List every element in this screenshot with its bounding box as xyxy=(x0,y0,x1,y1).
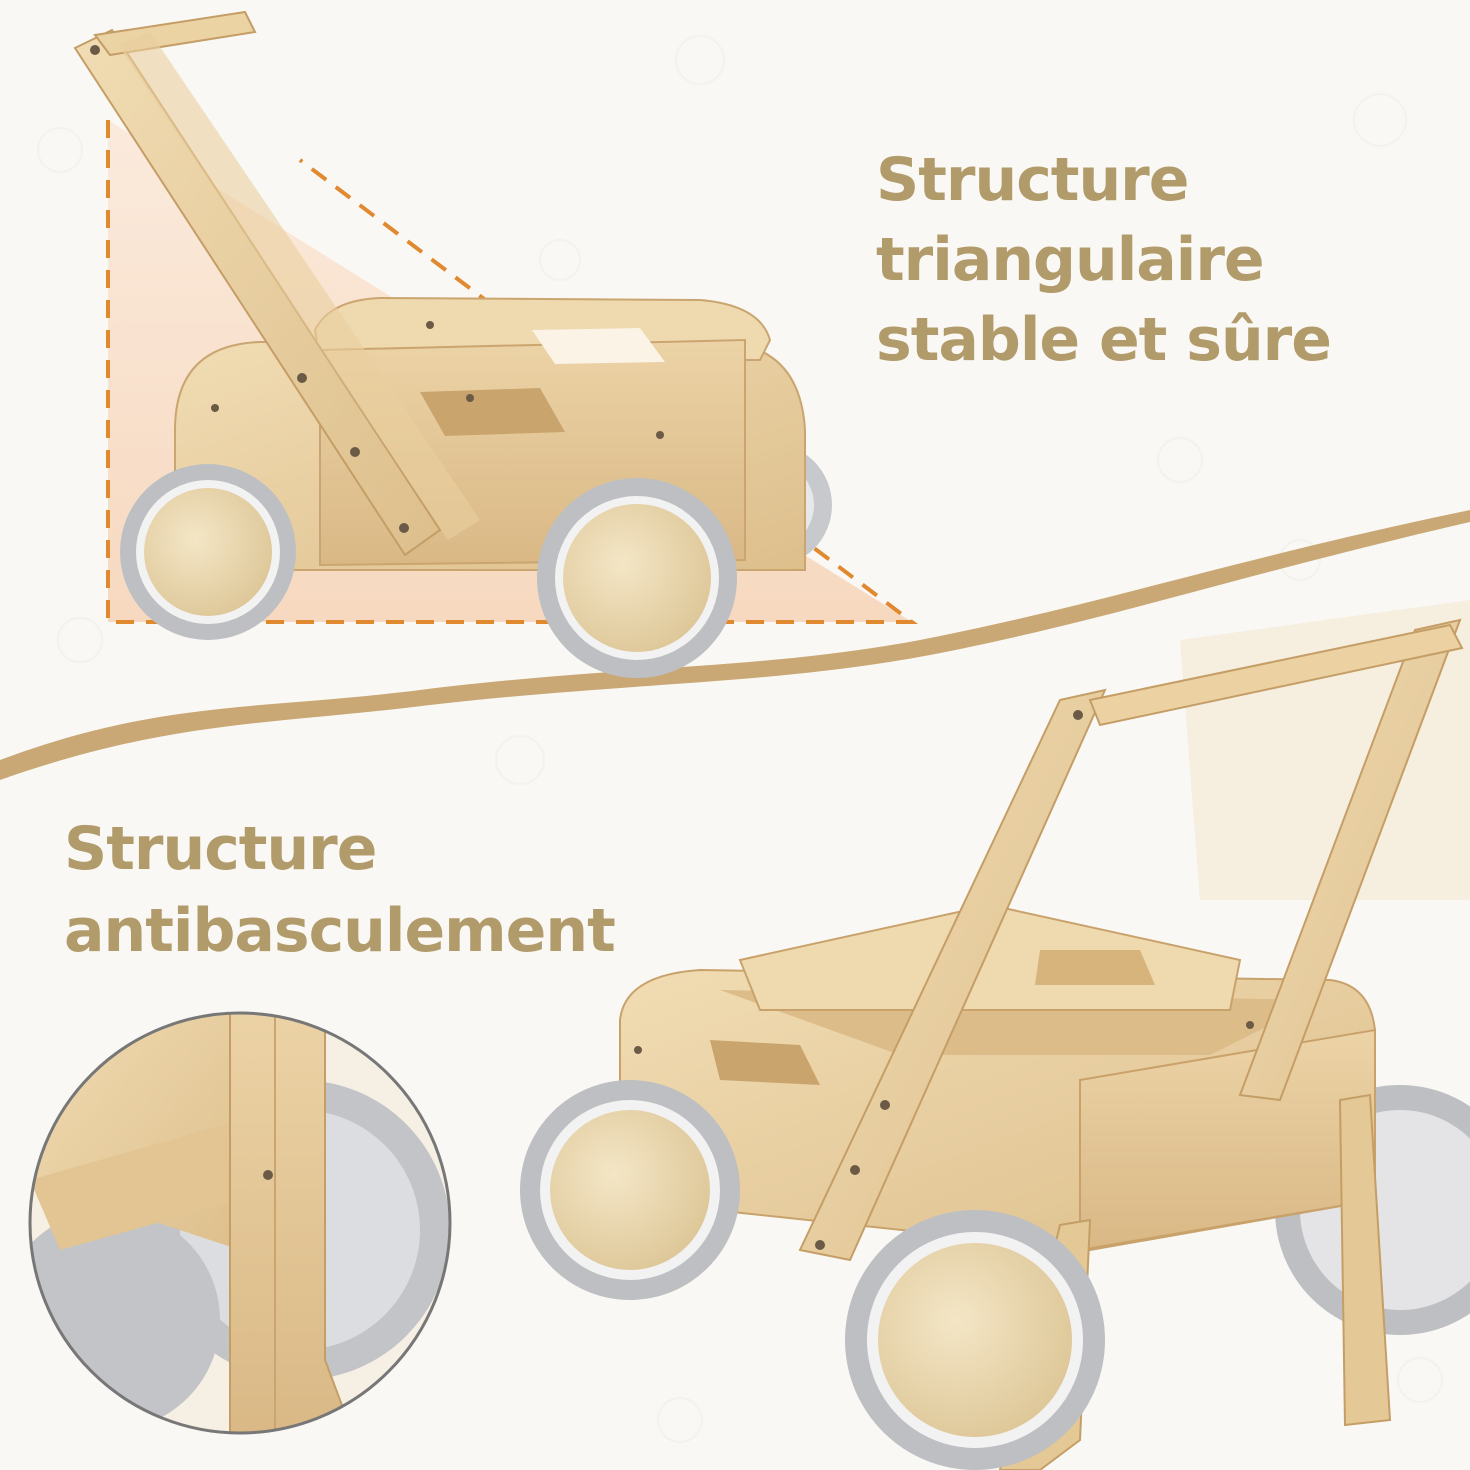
bottom-wheel-left xyxy=(520,1080,740,1300)
anti-tip-zoom-detail xyxy=(28,1011,452,1435)
top-wheel-right xyxy=(537,478,737,678)
caption-anti-tip-structure: Structure antibasculement xyxy=(64,808,616,972)
background-pattern xyxy=(37,35,1443,1443)
bottom-walker-illustration xyxy=(520,600,1470,1470)
caption-top-line3: stable et sûre xyxy=(876,305,1332,375)
caption-triangular-structure: Structure triangulaire stable et sûre xyxy=(876,140,1332,380)
top-walker-illustration xyxy=(73,10,918,678)
caption-top-line1: Structure xyxy=(876,145,1189,215)
anti-tip-leg xyxy=(1338,1093,1392,1427)
caption-top-line2: triangulaire xyxy=(876,225,1265,295)
bottom-wheel-front xyxy=(845,1210,1105,1470)
caption-bottom-line2: antibasculement xyxy=(64,896,616,966)
top-wheel-left xyxy=(120,464,296,640)
caption-bottom-line1: Structure xyxy=(64,814,377,884)
